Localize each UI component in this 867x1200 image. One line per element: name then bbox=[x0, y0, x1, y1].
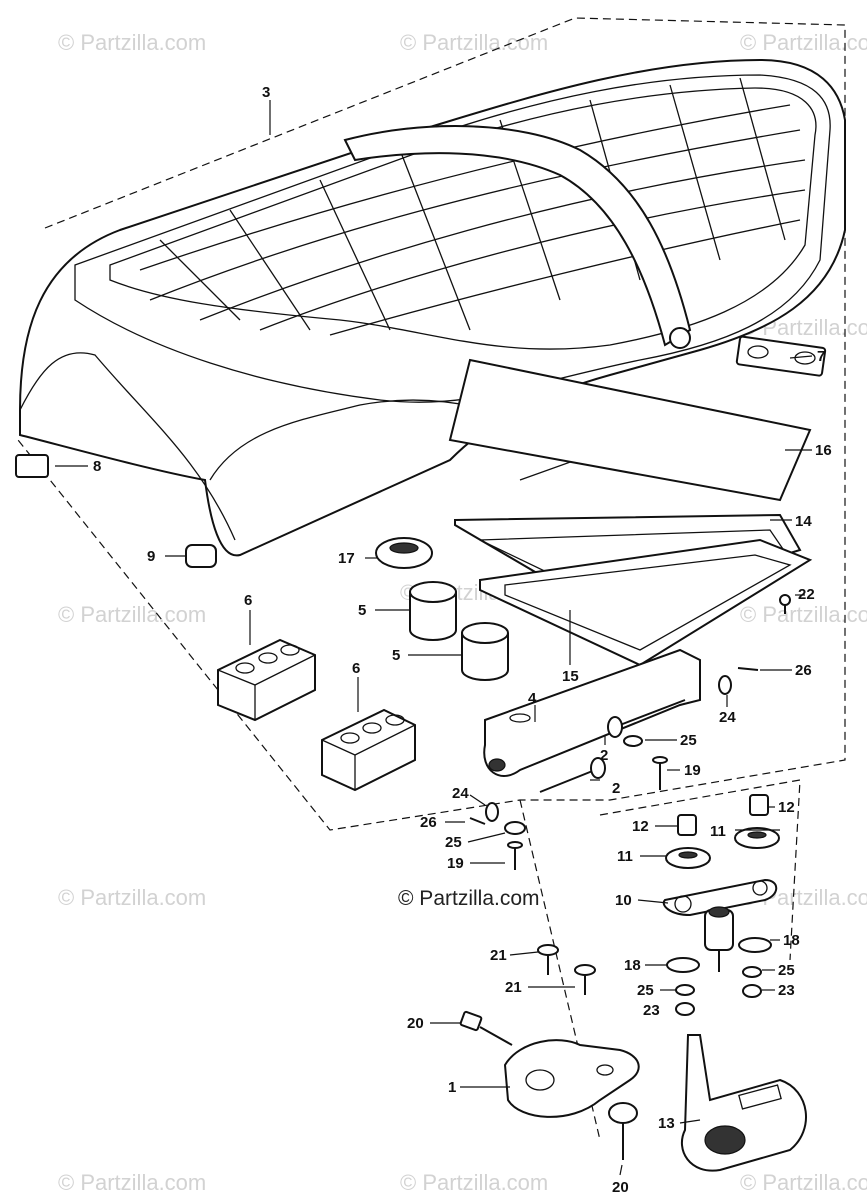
part-4-bracket bbox=[483, 648, 701, 777]
callout-25: 25 bbox=[778, 962, 795, 979]
part-21-screw bbox=[574, 964, 596, 995]
part-1-bracket bbox=[503, 1039, 640, 1118]
part-13-latch bbox=[680, 1034, 807, 1172]
leader-lines bbox=[55, 100, 813, 1176]
watermark: © Partzilla.com bbox=[740, 30, 867, 55]
callout-15: 15 bbox=[562, 668, 579, 685]
part-2-bolt bbox=[539, 757, 606, 793]
callout-25: 25 bbox=[445, 834, 462, 851]
part-11-ring bbox=[734, 827, 780, 849]
callout-6: 6 bbox=[244, 592, 252, 609]
callout-7: 7 bbox=[817, 348, 825, 365]
watermark: © Partzilla.com bbox=[740, 1170, 867, 1195]
part-12-bushing bbox=[749, 794, 769, 816]
part-11-ring bbox=[665, 847, 711, 869]
part-17-grommet bbox=[375, 537, 433, 569]
part-5-cylinder bbox=[461, 622, 509, 681]
callout-14: 14 bbox=[795, 513, 812, 530]
part-15-frame bbox=[479, 538, 813, 667]
seat bbox=[19, 58, 846, 557]
part-10-lock-assembly bbox=[662, 878, 778, 972]
part-9-cap bbox=[185, 544, 217, 568]
callout-5: 5 bbox=[358, 602, 366, 619]
callout-26: 26 bbox=[420, 814, 437, 831]
part-7-block bbox=[735, 335, 827, 377]
watermark-main: © Partzilla.com bbox=[398, 887, 540, 910]
callout-16: 16 bbox=[815, 442, 832, 459]
part-20-bolt bbox=[608, 1102, 638, 1160]
callout-2: 2 bbox=[612, 780, 620, 797]
part-16-plate bbox=[448, 358, 812, 502]
callout-12: 12 bbox=[632, 818, 649, 835]
callout-11: 11 bbox=[710, 823, 726, 840]
callout-20: 20 bbox=[407, 1015, 424, 1032]
callout-18: 18 bbox=[624, 957, 641, 974]
callout-11: 11 bbox=[617, 848, 633, 865]
callout-12: 12 bbox=[778, 799, 795, 816]
callout-3: 3 bbox=[262, 84, 270, 101]
callout-25: 25 bbox=[680, 732, 697, 749]
assembly-boundary bbox=[17, 17, 846, 831]
seat-quilting bbox=[139, 77, 806, 336]
watermark: © Partzilla.com bbox=[400, 30, 548, 55]
callout-21: 21 bbox=[490, 947, 507, 964]
watermark: © Partzilla.com bbox=[58, 602, 206, 627]
part-21-screw bbox=[537, 944, 559, 975]
callout-1: 1 bbox=[448, 1079, 456, 1096]
part-6-block bbox=[321, 708, 416, 792]
part-20-bolt bbox=[459, 1010, 513, 1046]
watermark: © Partzilla.com bbox=[400, 1170, 548, 1195]
callout-21: 21 bbox=[505, 979, 522, 996]
watermark: © Partzilla.com bbox=[740, 602, 867, 627]
callout-6: 6 bbox=[352, 660, 360, 677]
callout-20: 20 bbox=[612, 1179, 629, 1196]
watermark: © Partzilla.com bbox=[58, 885, 206, 910]
callouts: 3 8 9 17 5 5 6 6 7 16 14 15 22 4 2 2 25 … bbox=[93, 84, 832, 1196]
callout-24: 24 bbox=[452, 785, 469, 802]
watermark: © Partzilla.com bbox=[58, 30, 206, 55]
callout-22: 22 bbox=[798, 586, 815, 603]
part-12-bushing bbox=[677, 814, 697, 836]
part-6-block bbox=[217, 638, 316, 722]
callout-13: 13 bbox=[658, 1115, 675, 1132]
callout-2: 2 bbox=[600, 747, 608, 764]
latch-fasteners bbox=[666, 937, 772, 1016]
callout-26: 26 bbox=[795, 662, 812, 679]
part-8-cap bbox=[15, 454, 49, 478]
hardware bbox=[469, 594, 791, 870]
callout-24: 24 bbox=[719, 709, 736, 726]
callout-9: 9 bbox=[147, 548, 155, 565]
callout-23: 23 bbox=[643, 1002, 660, 1019]
watermark: © Partzilla.com bbox=[58, 1170, 206, 1195]
callout-17: 17 bbox=[338, 550, 355, 567]
callout-19: 19 bbox=[447, 855, 464, 872]
callout-18: 18 bbox=[783, 932, 800, 949]
callout-8: 8 bbox=[93, 458, 101, 475]
callout-23: 23 bbox=[778, 982, 795, 999]
callout-10: 10 bbox=[615, 892, 632, 909]
callout-19: 19 bbox=[684, 762, 701, 779]
callout-5: 5 bbox=[392, 647, 400, 664]
part-2-bolt bbox=[607, 699, 686, 738]
part-5-cylinder bbox=[409, 581, 457, 641]
callout-4: 4 bbox=[528, 690, 537, 707]
callout-25: 25 bbox=[637, 982, 654, 999]
